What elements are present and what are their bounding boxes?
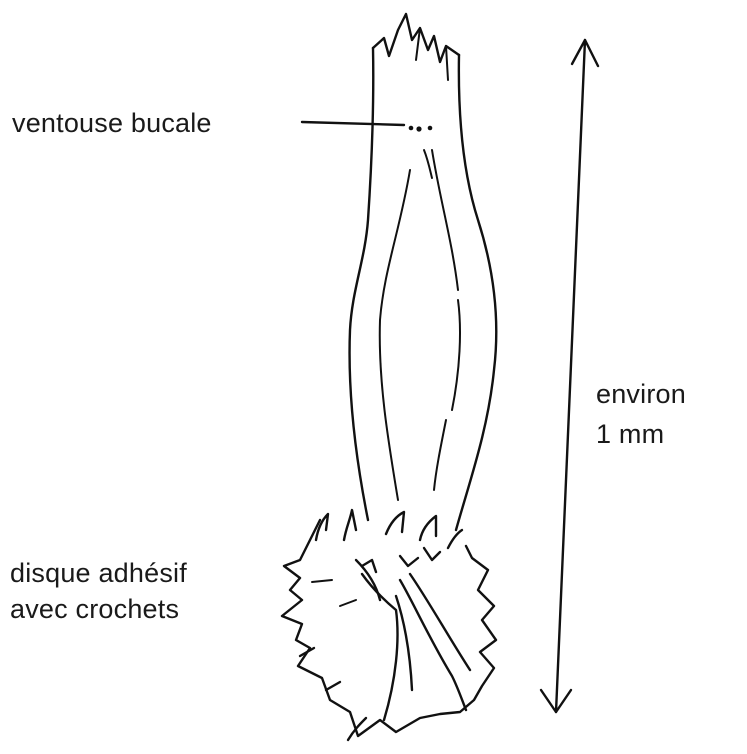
size-label-line2: 1 mm bbox=[596, 418, 664, 451]
oral-sucker-mark bbox=[409, 126, 433, 132]
size-arrow bbox=[541, 40, 598, 712]
adhesive-disc bbox=[282, 510, 496, 740]
size-label-line1: environ bbox=[596, 378, 686, 411]
body-outline bbox=[350, 14, 497, 530]
oral-sucker-label: ventouse bucale bbox=[12, 107, 212, 140]
adhesive-disc-label-line1: disque adhésif bbox=[10, 557, 187, 590]
oral-sucker-leader-line bbox=[302, 122, 404, 125]
inner-structures bbox=[380, 150, 460, 500]
adhesive-disc-label-line2: avec crochets bbox=[10, 593, 179, 626]
